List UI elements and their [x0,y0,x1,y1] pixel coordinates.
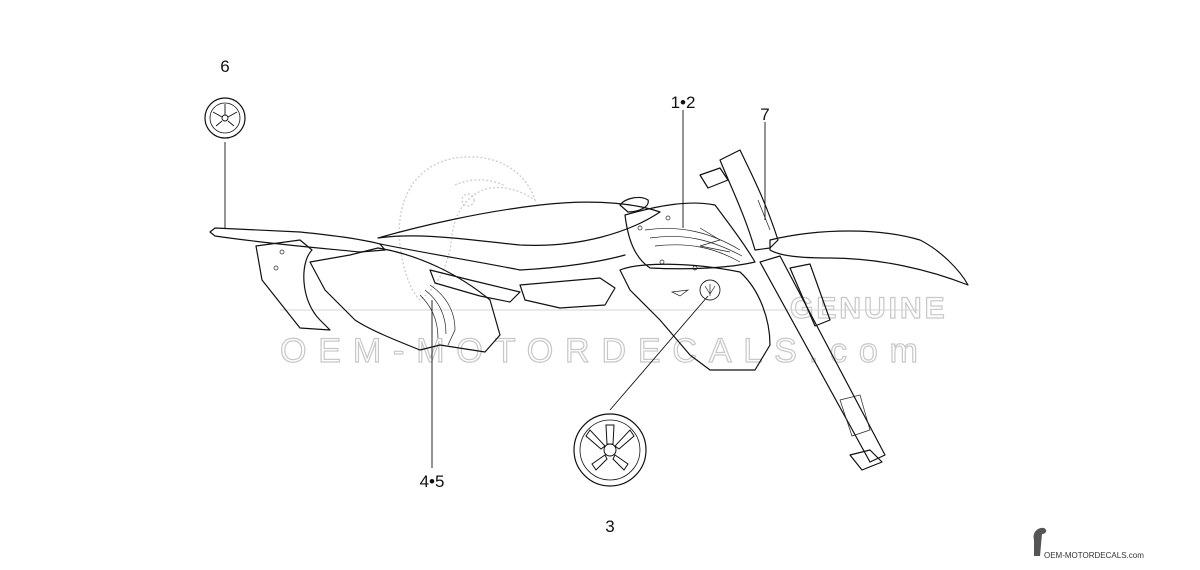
leader-lines [224,110,766,468]
callout-1-2: 1•2 [671,93,696,112]
tuning-fork-emblem-icon [699,279,721,301]
callout-7: 7 [760,105,769,124]
bird-head-logo-icon [398,156,537,301]
callout-3: 3 [605,517,614,536]
motorcycle-bodywork [209,149,969,471]
watermark-site: OEM-MOTORDECALS.com [280,332,920,370]
callouts: 6 1•2 7 4•5 3 [220,57,769,536]
footer-logo: OEM-MOTORDECALS.com [1033,527,1144,560]
emblem-decal-3 [573,413,647,487]
watermark: GENUINE OEM-MOTORDECALS.com [279,156,948,371]
watermark-genuine: GENUINE [790,292,948,325]
tuning-fork-emblem-icon [212,104,238,127]
tank-decal-graphic [637,215,743,271]
bird-head-logo-icon [1033,527,1047,556]
callout-4-5: 4•5 [420,472,445,491]
footer-site: OEM-MOTORDECALS.com [1044,551,1144,560]
callout-6: 6 [220,57,229,76]
tuning-fork-emblem-icon [585,424,635,471]
emblem-decal-6 [204,97,246,139]
